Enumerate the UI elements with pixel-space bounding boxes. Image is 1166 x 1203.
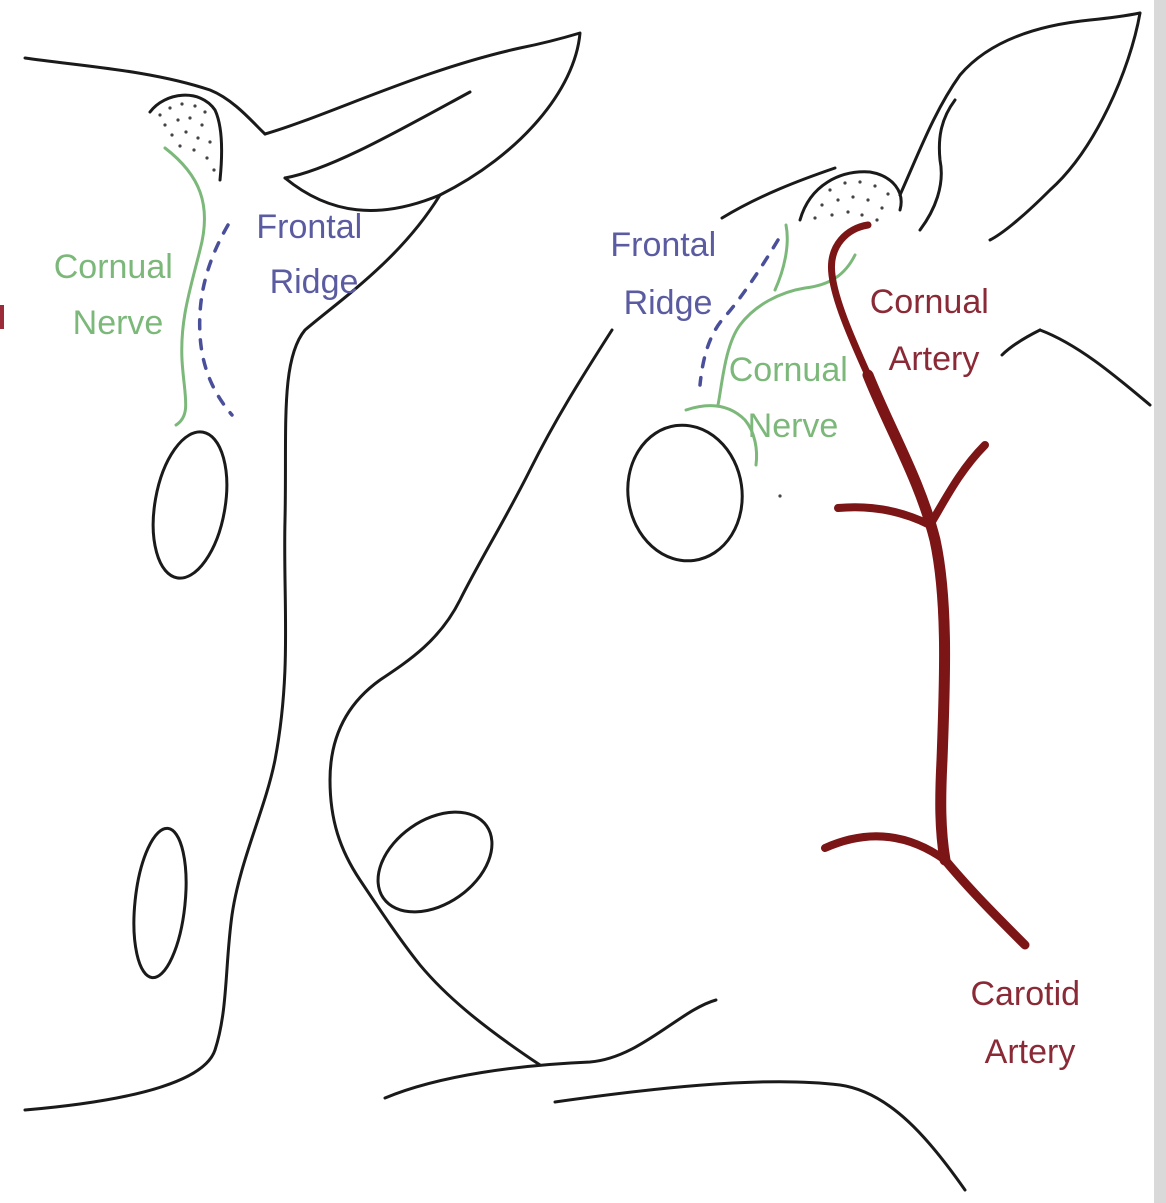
artery-tree [825,225,1025,945]
left-frontal-ridge [200,225,232,415]
left-edge-marker [0,305,4,329]
left-frontal-ridge-label: Frontal Ridge [256,208,371,301]
right-poll-stipple [778,180,889,497]
cornual-artery-label: Cornual Artery [870,283,999,378]
left-head-outline [25,33,580,1110]
left-poll-stipple [158,102,215,171]
left-cornual-nerve-label: Cornual Nerve [54,248,183,342]
carotid-artery-label: Carotid Artery [970,975,1089,1071]
right-cornual-nerve-label: Cornual Nerve [729,351,858,445]
right-edge-border [1154,0,1166,1203]
right-frontal-ridge-label: Frontal Ridge [610,226,725,322]
left-cornual-nerve [165,148,205,425]
